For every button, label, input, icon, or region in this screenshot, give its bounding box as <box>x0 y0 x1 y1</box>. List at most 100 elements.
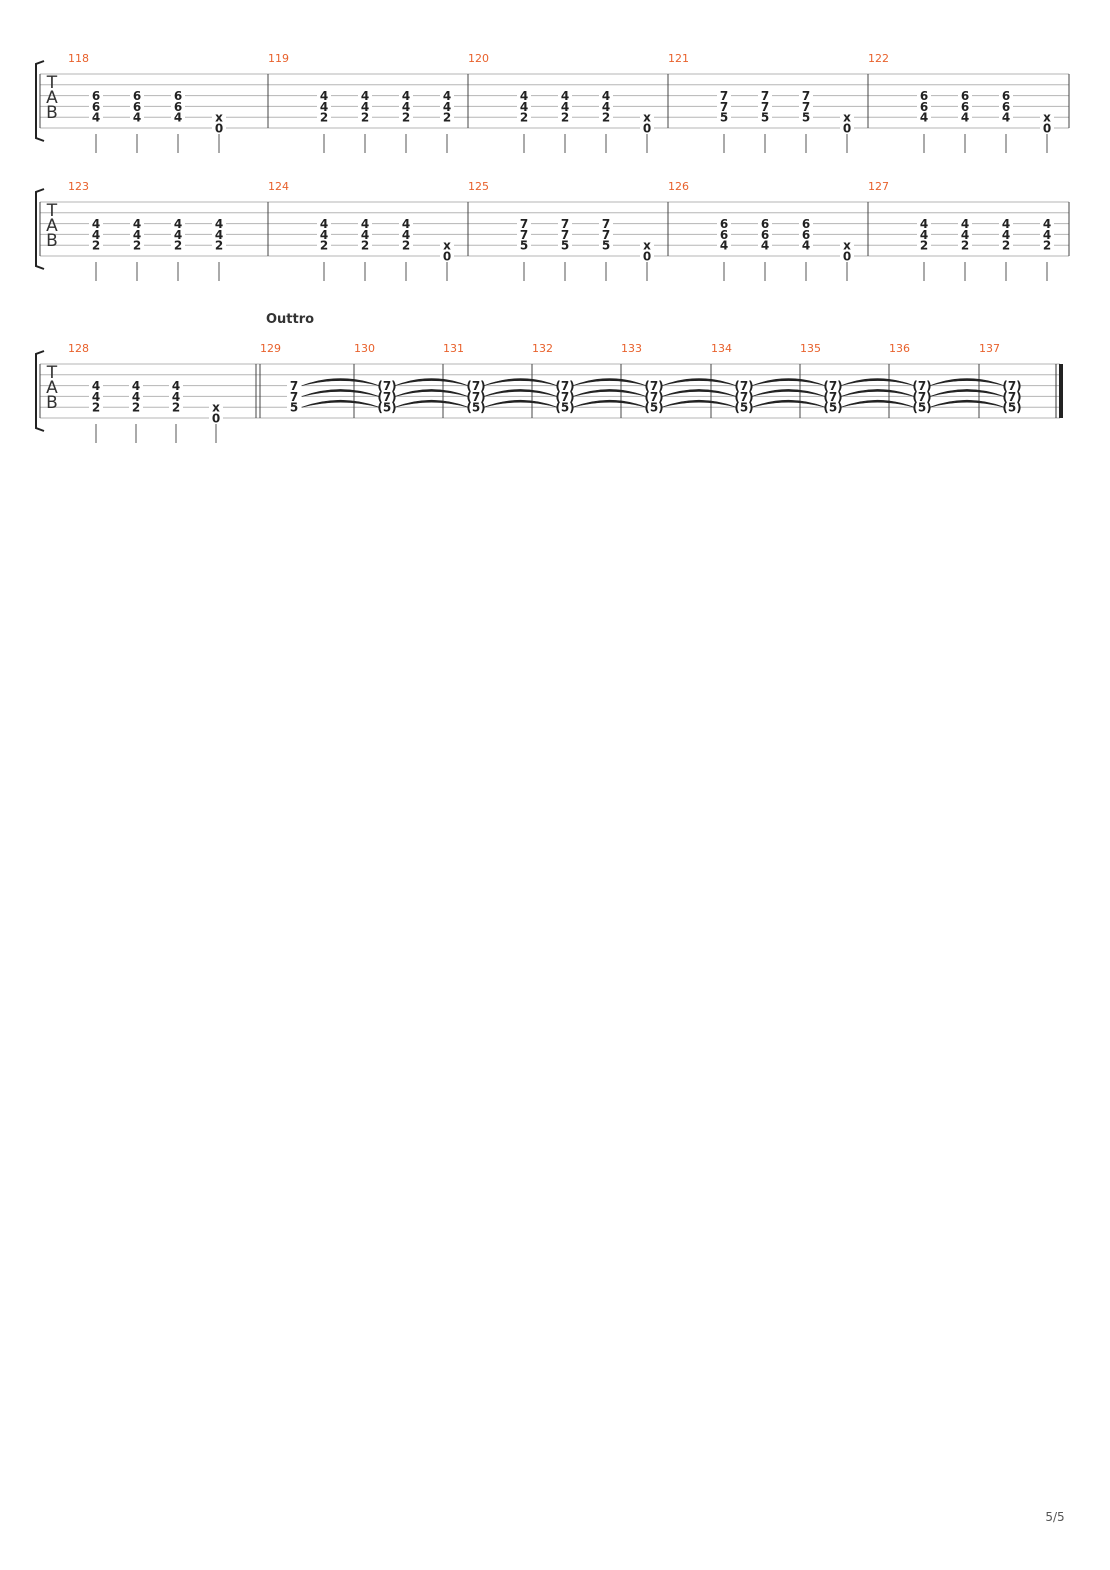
fret-number: 5 <box>720 111 728 125</box>
fret-number: 4 <box>361 217 369 231</box>
fret-number-mask <box>517 229 531 240</box>
tie-arc <box>301 399 380 408</box>
measure-number: 121 <box>668 52 689 65</box>
fret-number: (7) <box>1002 390 1021 404</box>
tab-clef-letter: B <box>46 231 58 251</box>
tab-clef-letter: T <box>46 363 58 383</box>
fret-number: 7 <box>561 228 569 242</box>
fret-number-mask <box>440 112 454 123</box>
fret-number-mask <box>599 218 613 229</box>
fret-number: 4 <box>320 100 328 114</box>
fret-number: (5) <box>555 401 574 415</box>
fret-number-mask <box>640 112 654 123</box>
fret-number-mask <box>840 240 854 251</box>
measure-number: 126 <box>668 180 689 193</box>
fret-number: (5) <box>1002 401 1021 415</box>
fret-number: 5 <box>602 239 610 253</box>
fret-number-mask <box>840 123 854 133</box>
measure-number: 118 <box>68 52 89 65</box>
fret-number: 6 <box>174 100 182 114</box>
fret-number: 2 <box>1002 239 1010 253</box>
fret-number: 6 <box>174 89 182 103</box>
fret-number: (7) <box>734 390 753 404</box>
fret-number: 4 <box>133 111 141 125</box>
fret-number-mask <box>89 101 103 112</box>
fret-number-mask <box>440 101 454 112</box>
fret-number-mask <box>758 240 772 251</box>
fret-number-mask <box>599 90 613 101</box>
fret-number-mask <box>169 391 183 402</box>
fret-number: (7) <box>466 390 485 404</box>
fret-number: (5) <box>377 401 396 415</box>
fret-number: 4 <box>320 89 328 103</box>
fret-number-mask <box>171 101 185 112</box>
fret-number: 6 <box>761 228 769 242</box>
fret-number: 2 <box>320 239 328 253</box>
fret-number: 4 <box>361 100 369 114</box>
fret-number: 2 <box>320 111 328 125</box>
fret-number-mask <box>558 112 572 123</box>
fret-number-mask <box>915 402 929 413</box>
measure-number: 135 <box>800 342 821 355</box>
measure-number: 134 <box>711 342 732 355</box>
fret-number-mask <box>517 218 531 229</box>
fret-number: 4 <box>92 228 100 242</box>
fret-number-mask <box>399 218 413 229</box>
fret-number: 7 <box>290 390 298 404</box>
fret-number-mask <box>999 101 1013 112</box>
fret-number-mask <box>799 90 813 101</box>
fret-number: 4 <box>133 217 141 231</box>
fret-number-mask <box>89 218 103 229</box>
fret-number: 2 <box>172 401 180 415</box>
fret-number: 4 <box>602 89 610 103</box>
fret-number: 4 <box>1002 111 1010 125</box>
system-bracket <box>35 60 45 142</box>
fret-number: 0 <box>212 412 220 426</box>
fret-number-mask <box>317 101 331 112</box>
fret-number: x <box>443 239 451 253</box>
fret-number-mask <box>469 402 483 413</box>
section-label: Outtro <box>266 312 314 327</box>
fret-number-mask <box>287 380 301 391</box>
tie-arc <box>394 389 469 397</box>
tie-arc <box>483 378 558 386</box>
fret-number: 7 <box>802 100 810 114</box>
tie-arc <box>483 399 558 408</box>
fret-number: (7) <box>644 390 663 404</box>
fret-number: 4 <box>133 228 141 242</box>
fret-number: (5) <box>912 401 931 415</box>
tie-arc <box>929 399 1005 408</box>
system-bracket <box>35 188 45 270</box>
fret-number-mask <box>317 218 331 229</box>
fret-number-mask <box>171 229 185 240</box>
fret-number: 4 <box>920 217 928 231</box>
fret-number: (7) <box>466 379 485 393</box>
tab-clef-letter: A <box>46 378 58 398</box>
measure-number: 130 <box>354 342 375 355</box>
fret-number: 4 <box>443 100 451 114</box>
fret-number: 2 <box>561 111 569 125</box>
fret-number-mask <box>717 229 731 240</box>
fret-number-mask <box>169 402 183 413</box>
fret-number: 6 <box>133 89 141 103</box>
measure-number: 137 <box>979 342 1000 355</box>
fret-number-mask <box>999 218 1013 229</box>
fret-number: 6 <box>720 228 728 242</box>
tie-arc <box>572 399 647 408</box>
fret-number: 4 <box>443 89 451 103</box>
fret-number-mask <box>380 391 394 402</box>
fret-number-mask <box>958 101 972 112</box>
fret-number: 4 <box>520 100 528 114</box>
fret-number: 2 <box>133 239 141 253</box>
fret-number-mask <box>999 112 1013 123</box>
fret-number: 4 <box>361 228 369 242</box>
system-bracket <box>35 350 45 432</box>
fret-number: 4 <box>402 217 410 231</box>
fret-number-mask <box>737 391 751 402</box>
fret-number: 4 <box>802 239 810 253</box>
fret-number-mask <box>917 112 931 123</box>
fret-number-mask <box>130 101 144 112</box>
fret-number: 6 <box>720 217 728 231</box>
fret-number: 2 <box>215 239 223 253</box>
